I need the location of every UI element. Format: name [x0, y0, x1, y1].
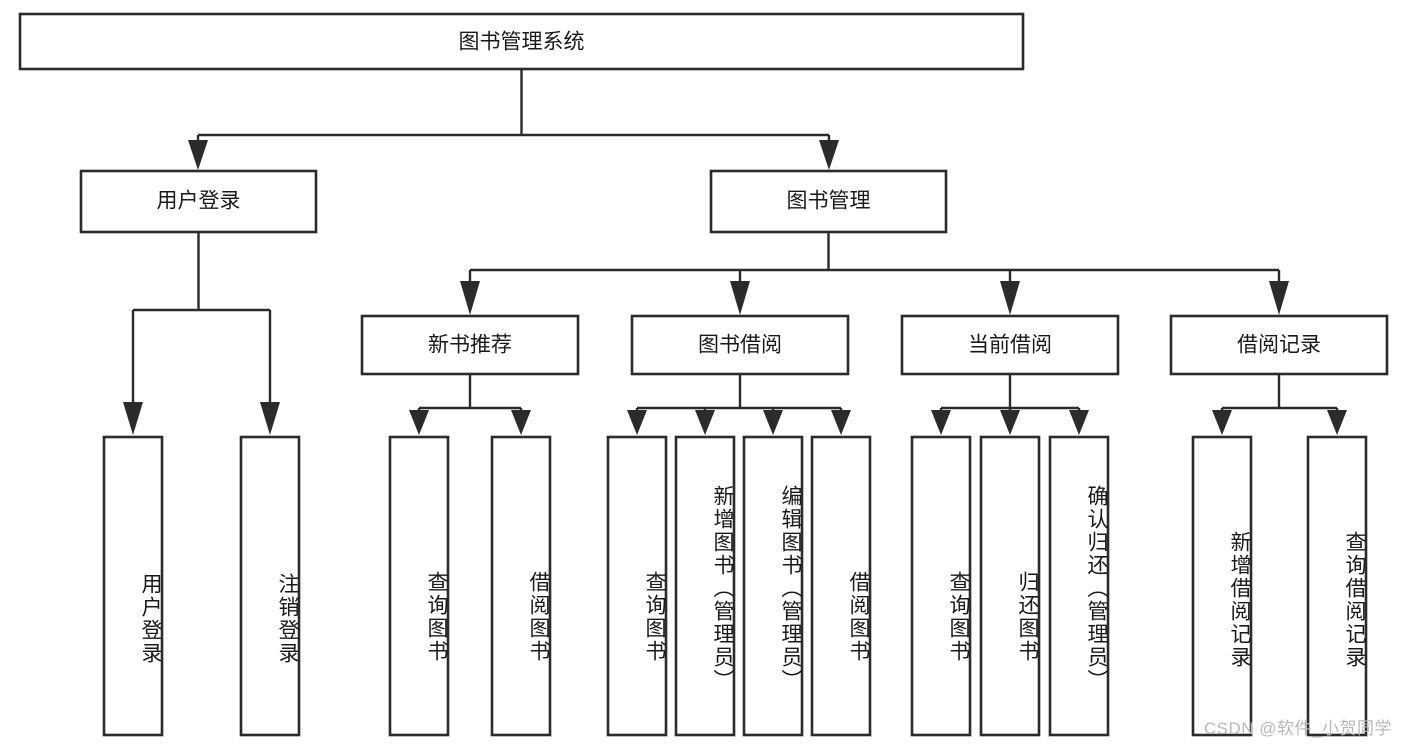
leaf-box-current-borrow-1[interactable]	[910, 435, 972, 737]
node-book-manage-box[interactable]	[709, 169, 948, 234]
leaf-box-current-borrow-2[interactable]	[979, 435, 1041, 737]
node-book-manage[interactable]: 图书管理	[709, 169, 948, 234]
node-borrow-record-label: 借阅记录	[1237, 334, 1321, 357]
node-root-label: 图书管理系统	[459, 31, 585, 54]
watermark-text: CSDN @软件_小贺同学	[1203, 719, 1392, 738]
node-root-box[interactable]	[18, 12, 1025, 71]
arrowhead-leaf-borrow-record-2	[1327, 410, 1347, 435]
node-book-borrow-label: 图书借阅	[698, 334, 782, 357]
arrowhead-leaf-user-login-2	[260, 402, 280, 435]
arrowhead-leaf-book-borrow-1	[627, 410, 647, 435]
node-new-book-recommend-box[interactable]	[360, 314, 580, 376]
leaf-box-book-borrow-1[interactable]	[606, 435, 668, 737]
node-borrow-record[interactable]: 借阅记录	[1169, 314, 1389, 376]
arrowhead-leaf-current-borrow-3	[1069, 410, 1089, 435]
leaf-box-new-book-1[interactable]	[388, 435, 450, 737]
leaf-box-new-book-2[interactable]	[490, 435, 552, 737]
node-new-book-recommend[interactable]: 新书推荐	[360, 314, 580, 376]
node-new-book-recommend-label: 新书推荐	[428, 334, 512, 357]
leaf-box-borrow-record-1[interactable]	[1191, 435, 1253, 737]
arrowhead-leaf-current-borrow-2	[1000, 410, 1020, 435]
arrowhead-leaf-book-borrow-2	[695, 410, 715, 435]
node-book-borrow[interactable]: 图书借阅	[630, 314, 850, 376]
arrowhead-leaf-new-book-2	[511, 410, 531, 435]
arrowhead-to-current-borrow	[1000, 281, 1020, 315]
arrowhead-to-book-manage	[819, 140, 839, 170]
arrowhead-leaf-new-book-1	[409, 410, 429, 435]
arrowhead-leaf-borrow-record-1	[1212, 410, 1232, 435]
arrowhead-to-new-book	[460, 281, 480, 315]
node-book-manage-label: 图书管理	[787, 190, 871, 213]
arrowhead-to-user-login	[188, 140, 208, 170]
node-user-login-label: 用户登录	[157, 190, 241, 213]
leaf-box-borrow-record-2[interactable]	[1306, 435, 1368, 737]
leaf-box-book-borrow-2[interactable]	[674, 435, 736, 737]
leaf-box-book-borrow-3[interactable]	[742, 435, 804, 737]
node-current-borrow-box[interactable]	[900, 314, 1120, 376]
leaf-box-user-login-1[interactable]	[102, 435, 164, 737]
node-current-borrow-label: 当前借阅	[968, 334, 1052, 357]
arrowhead-to-book-borrow	[730, 281, 750, 315]
arrowhead-to-borrow-record	[1269, 281, 1289, 315]
leaf-box-current-borrow-3[interactable]	[1048, 435, 1110, 737]
node-current-borrow[interactable]: 当前借阅	[900, 314, 1120, 376]
node-root[interactable]: 图书管理系统	[18, 12, 1025, 71]
leaf-box-book-borrow-4[interactable]	[810, 435, 872, 737]
arrowhead-leaf-book-borrow-3	[763, 410, 783, 435]
leaf-box-user-login-2[interactable]	[239, 435, 301, 737]
arrowhead-leaf-user-login-1	[123, 402, 143, 435]
arrowhead-leaf-book-borrow-4	[831, 410, 851, 435]
node-borrow-record-box[interactable]	[1169, 314, 1389, 376]
arrowhead-leaf-current-borrow-1	[931, 410, 951, 435]
node-book-borrow-box[interactable]	[630, 314, 850, 376]
node-user-login[interactable]: 用户登录	[79, 169, 318, 234]
